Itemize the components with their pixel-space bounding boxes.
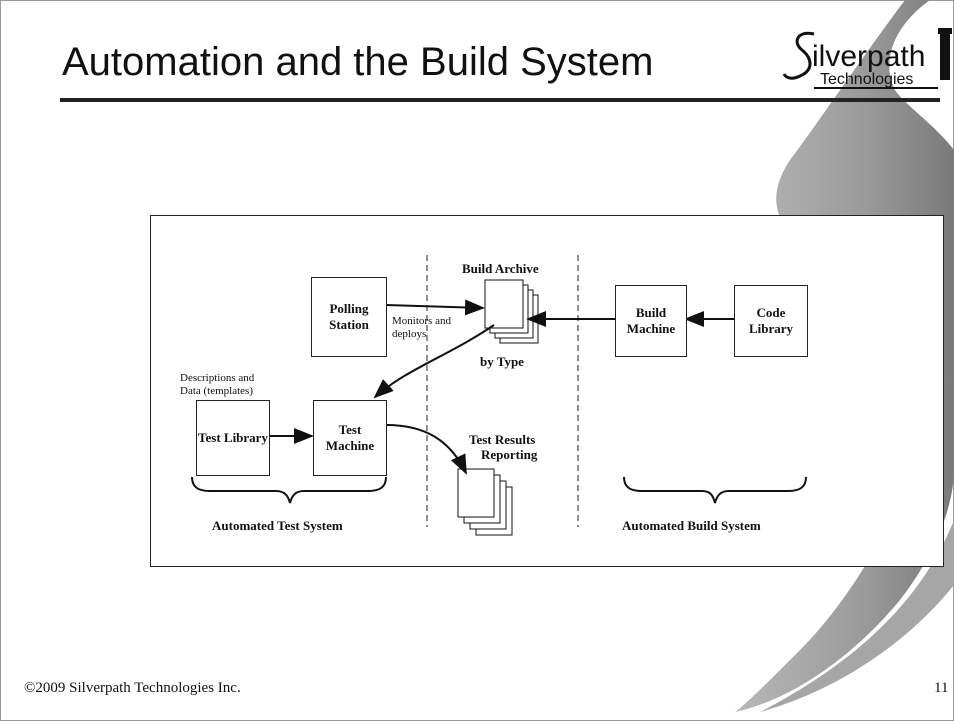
copyright-footer: ©2009 Silverpath Technologies Inc. xyxy=(24,680,241,696)
descriptions-label-line2: Data (templates) xyxy=(180,385,253,397)
build-machine-box: Build Machine xyxy=(615,285,687,357)
brace-build-system xyxy=(623,476,807,504)
test-library-box: Test Library xyxy=(196,400,270,476)
code-library-box: Code Library xyxy=(734,285,808,357)
test-results-stack xyxy=(457,468,513,536)
test-results-label-line2: Reporting xyxy=(481,447,538,462)
logo-sub: Technologies xyxy=(820,71,913,88)
arrow-polling-to-archive xyxy=(385,299,485,316)
test-results-label-line1: Test Results xyxy=(469,432,536,447)
automated-build-system-label: Automated Build System xyxy=(622,518,761,533)
logo-s-swash xyxy=(782,31,815,80)
brace-test-system xyxy=(191,476,387,504)
monitors-label-line1: Monitors and xyxy=(392,315,451,327)
arrow-test-machine-to-results xyxy=(385,424,467,475)
swoosh-lower xyxy=(760,520,954,712)
slide-title: Automation and the Build System xyxy=(62,40,654,84)
automated-test-system-label: Automated Test System xyxy=(212,518,343,533)
logo-brand: ilverpath xyxy=(812,40,925,73)
build-archive-stack xyxy=(484,279,539,344)
monitors-label-line2: deploys xyxy=(392,328,427,340)
test-machine-box: Test Machine xyxy=(313,400,387,476)
silverpath-logo: ilverpath Technologies xyxy=(782,28,952,89)
polling-station-box: Polling Station xyxy=(311,277,387,357)
diagram-frame xyxy=(150,215,944,567)
page-number: 11 xyxy=(934,680,949,696)
descriptions-label-line1: Descriptions and xyxy=(180,372,255,384)
by-type-label: by Type xyxy=(480,354,524,369)
arrow-archive-to-test-machine xyxy=(373,324,495,399)
logo-lighthouse xyxy=(940,32,950,80)
build-system-diagram xyxy=(191,255,807,536)
title-underline xyxy=(60,98,940,102)
build-archive-label: Build Archive xyxy=(462,261,539,276)
